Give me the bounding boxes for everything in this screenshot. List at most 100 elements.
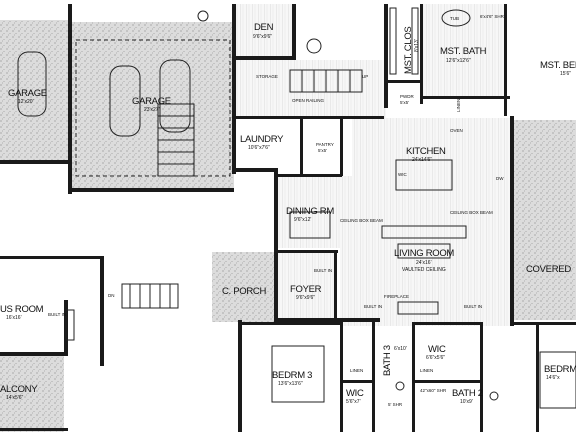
foyer-floor (278, 252, 334, 324)
bonus-room-dims: 16'x16' (6, 315, 22, 321)
laundry-dims: 10'6"x7'6" (248, 145, 270, 151)
wic-left-dims: 5'6"x7' (346, 399, 361, 405)
dining-table (289, 211, 331, 239)
toilet-garage-icon (197, 10, 209, 22)
closet-shelf-right (411, 7, 419, 75)
garage-main-label: GARAGE (132, 96, 171, 107)
fireplace-label: FIREPLACE (384, 294, 409, 299)
toilet-bath2-icon (489, 391, 499, 401)
garage-main-floor (72, 22, 234, 188)
bath2-dims: 10'x9' (460, 399, 473, 405)
car-left-icon (17, 51, 47, 117)
ceiling-beam-2-label: CEILING BOX BEAM (450, 210, 493, 215)
tub-label: TUB (450, 16, 459, 21)
balcony-floor (0, 356, 64, 432)
living-coffee-table (397, 243, 451, 259)
builtin-bonus-icon (65, 309, 75, 341)
closet-shelf-left (389, 7, 397, 75)
bedrm3-dims: 13'6"x13'6" (278, 381, 303, 387)
foyer-dims: 9'6"x9'6" (296, 295, 315, 301)
floor-fills (0, 4, 576, 432)
garage-left-floor (0, 20, 68, 160)
dining-dims: 9'6"x12' (294, 217, 311, 223)
foyer-label: FOYER (290, 284, 322, 295)
cporch-floor (212, 252, 276, 322)
labels: DEN 9'6"x9'6" GARAGE 12'x20' GARAGE 23'x… (0, 14, 576, 407)
dn-label: DN (108, 293, 115, 298)
pwdr-dims: 5'x5' (400, 100, 409, 105)
shr-bath3-label: 5' SHR (388, 402, 403, 407)
built-in-1-label: BUILT IN (314, 268, 332, 273)
den-table-icon (306, 38, 322, 54)
balcony-dims: 14'x5'6" (6, 395, 24, 401)
mst-bath-label: MST. BATH (440, 46, 487, 57)
car-main-2-icon (159, 59, 191, 133)
linen-top-label: LINEN (456, 99, 461, 112)
bedrm-right-dims: 14'6"x (546, 375, 560, 381)
stairs-bonus (121, 283, 179, 309)
mstbath-floor (420, 4, 504, 96)
toilet-bath3-icon (395, 381, 405, 391)
dw-label: DW (496, 176, 504, 181)
tub-icon (441, 9, 471, 27)
living-floor (340, 176, 512, 326)
mst-bed-dims: 15'6" (560, 71, 571, 77)
living-label: LIVING ROOM (394, 248, 454, 259)
kitchen-label: KITCHEN (406, 146, 446, 157)
living-dims: 24'x16' (416, 260, 432, 266)
open-railing-label: OPEN RAILING (292, 98, 325, 103)
wic-left-label: WIC (346, 388, 364, 399)
bedrm3-bed (271, 345, 325, 403)
bonus-room-label: US ROOM (0, 304, 44, 315)
storage-label: STORAGE (256, 74, 278, 79)
living-ceiling: VAULTED CEILING (402, 267, 446, 273)
fixtures (17, 7, 576, 409)
linen-2-label: LINEN (420, 368, 433, 373)
built-in-3-label: BUILT IN (464, 304, 482, 309)
linen-1-label: LINEN (350, 368, 363, 373)
dining-label: DINING RM (286, 206, 334, 217)
ceiling-beam-1-label: CEILING BOX BEAM (340, 218, 383, 223)
garage-left-label: GARAGE (8, 88, 47, 99)
shr-bath2-label: 42"x60" SHR (420, 388, 447, 393)
balcony-label: ALCONY (0, 384, 38, 395)
pantry-dims: 5'x5' (318, 148, 327, 153)
oven-label: OVEN (450, 128, 463, 133)
wic-mid-dims: 6'6"x5'6" (426, 355, 445, 361)
wic-mid-label: WIC (428, 344, 446, 355)
covered-floor (514, 120, 576, 320)
kitchen-dims: 24'x14'6" (412, 157, 432, 163)
pwdr-label: PWDR (400, 94, 414, 99)
pantry-label: PANTRY (316, 142, 334, 147)
bath3-dims: 6'x10' (394, 346, 407, 352)
kitchen-island (395, 159, 453, 191)
mst-clos-label: MST. CLOS (403, 27, 414, 74)
den-floor (236, 4, 296, 58)
car-main-1-icon (109, 65, 141, 137)
bedrm-right-bed (539, 351, 576, 409)
up-label: UP (362, 74, 368, 79)
built-in-bonus-label: BUILT IN (48, 312, 66, 317)
garage-main-dims: 23'x27' (144, 107, 160, 113)
bedrm-right-label: BEDRM (544, 364, 576, 375)
hall-floor (236, 60, 386, 118)
covered-label: COVERED (526, 264, 571, 275)
fireplace-hearth (397, 301, 439, 315)
mst-bath-dims: 12'6"x12'6" (446, 58, 471, 64)
garage-left-dims: 12'x20' (18, 99, 34, 105)
built-in-2-label: BUILT IN (364, 304, 382, 309)
living-sofa (381, 225, 467, 239)
bedrm3-label: BEDRM 3 (272, 370, 312, 381)
mst-bed-label: MST. BED (540, 60, 576, 71)
mst-clos-dims: 8'x13' (414, 39, 420, 52)
bath3-label: BATH 3 (382, 345, 393, 376)
laundry-label: LAUNDRY (240, 134, 284, 145)
den-dims: 9'6"x9'6" (253, 34, 272, 40)
stairs-garage (157, 103, 195, 177)
bath2-label: BATH 2 (452, 388, 483, 399)
den-label: DEN (254, 22, 274, 33)
wic-kitchen-label: WIC (398, 172, 407, 177)
walls (0, 4, 576, 432)
stairs-main (289, 69, 363, 93)
